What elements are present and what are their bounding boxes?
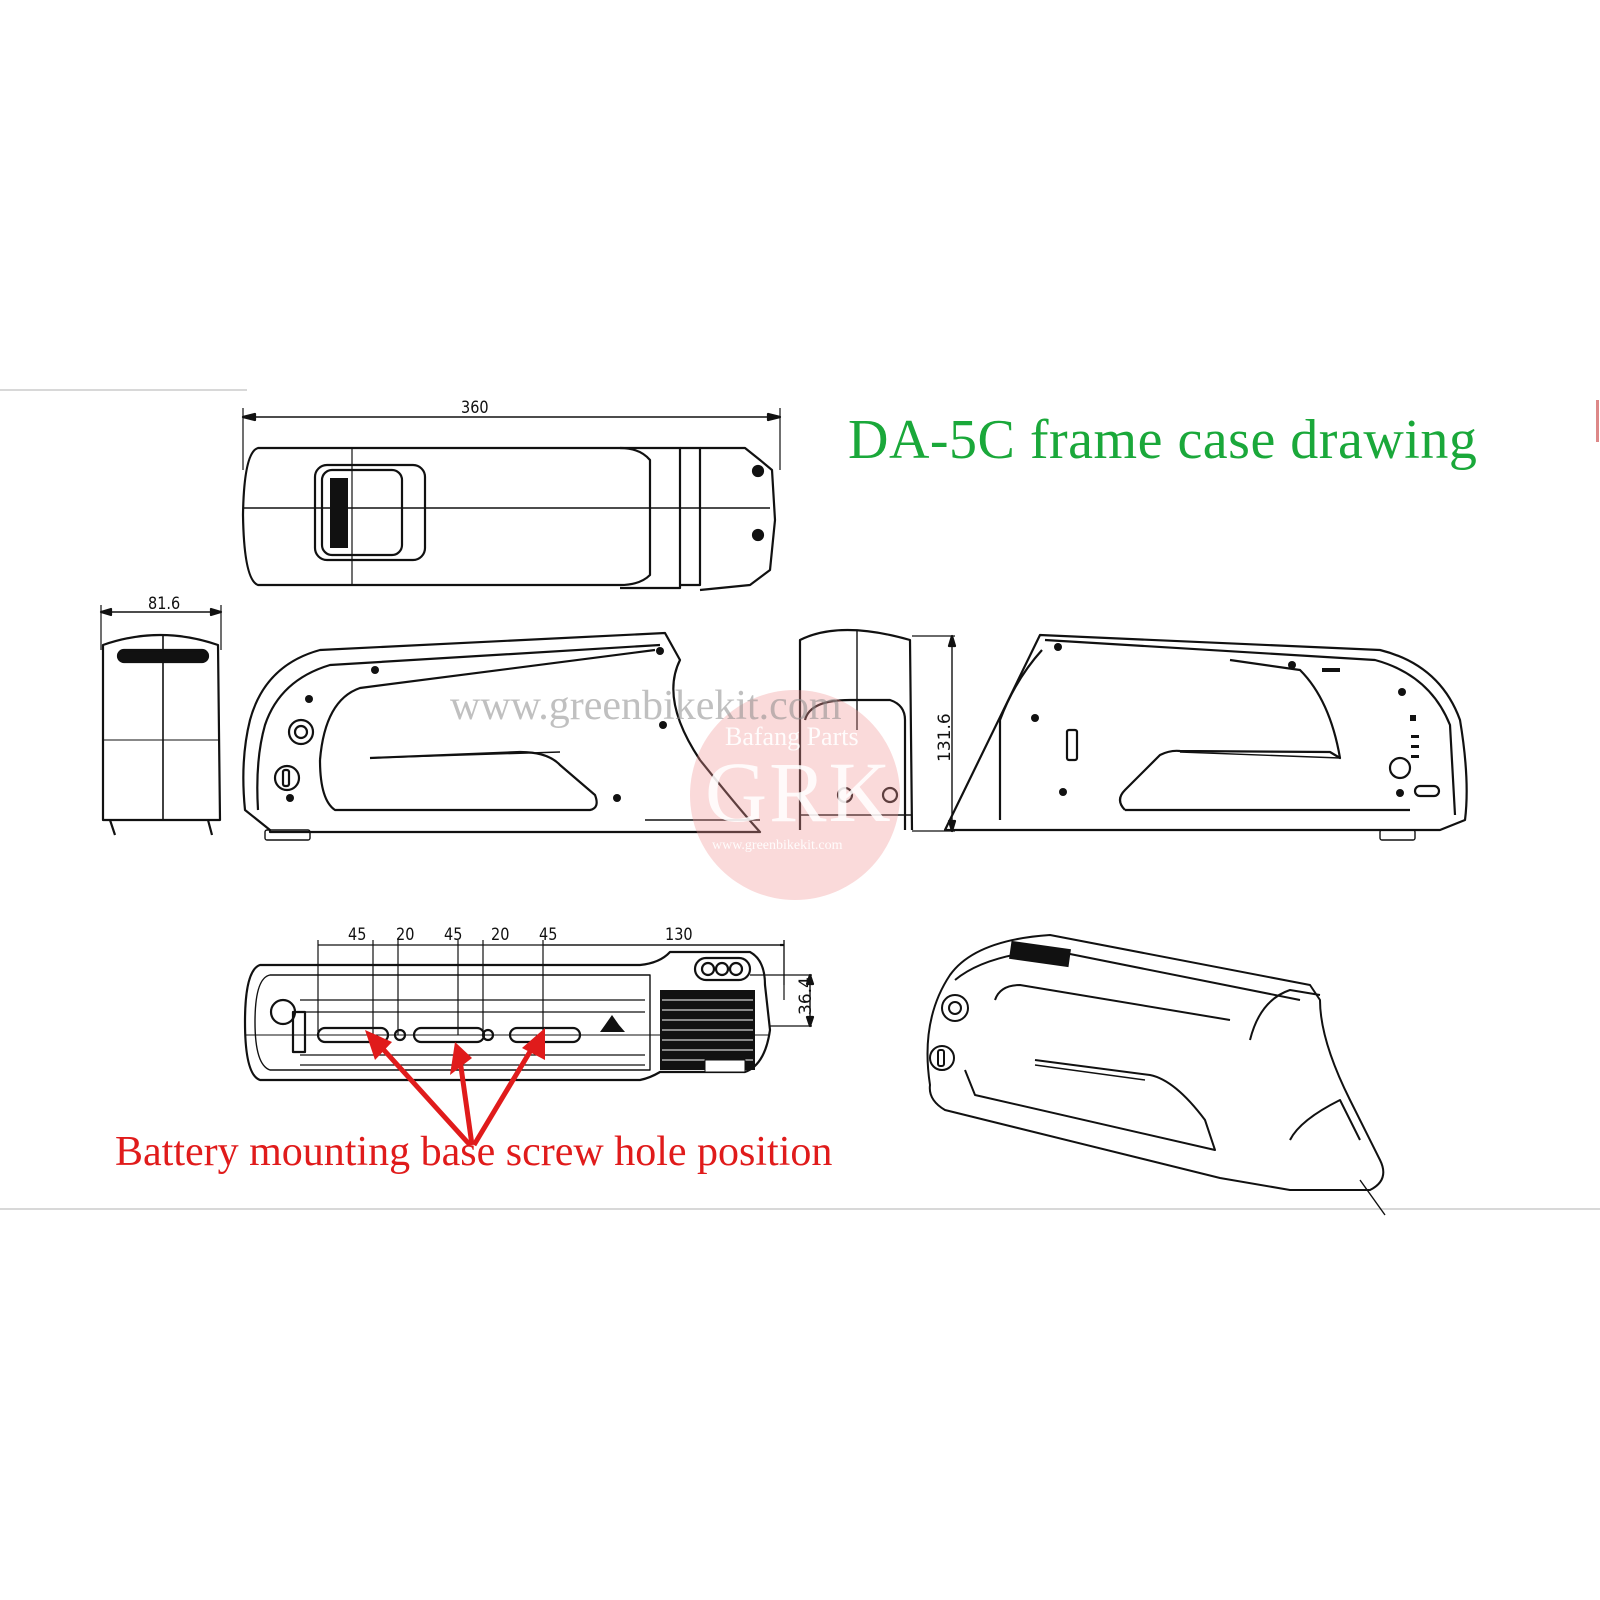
dim-connector-130: 130 <box>665 925 693 945</box>
dim-slot-1: 45 <box>348 925 367 945</box>
side-view-right <box>943 633 1468 841</box>
drawing-title: DA-5C frame case drawing <box>848 409 1478 471</box>
dim-slot-2: 45 <box>444 925 463 945</box>
dim-gap-1: 20 <box>396 925 415 945</box>
dim-gap-2: 20 <box>491 925 510 945</box>
side-view-left <box>242 631 762 841</box>
dim-height-131-6: 131.6 <box>935 713 955 762</box>
dim-length-360: 360 <box>461 398 489 418</box>
top-view <box>241 408 782 592</box>
end-view <box>99 605 223 836</box>
bottom-view <box>243 940 815 1082</box>
isometric-view <box>926 934 1386 1216</box>
dim-offset-36-4: 36.4 <box>796 977 816 1015</box>
dim-slot-3: 45 <box>539 925 558 945</box>
mount-end-view <box>798 628 957 833</box>
bottom-rule <box>0 1208 1600 1210</box>
watermark-logo-text: GRK <box>705 744 893 840</box>
red-arrows <box>365 1028 545 1147</box>
screw-hole-caption: Battery mounting base screw hole positio… <box>115 1129 833 1175</box>
watermark-small-url: www.greenbikekit.com <box>712 838 843 853</box>
watermark-url: www.greenbikekit.com <box>450 683 842 729</box>
watermark-brand-line: Bafang Parts <box>725 722 859 751</box>
top-left-rule <box>0 389 247 391</box>
right-edge-mark <box>1596 400 1599 442</box>
watermark-logo-circle <box>690 690 900 900</box>
dim-width-81-6: 81.6 <box>148 594 181 614</box>
